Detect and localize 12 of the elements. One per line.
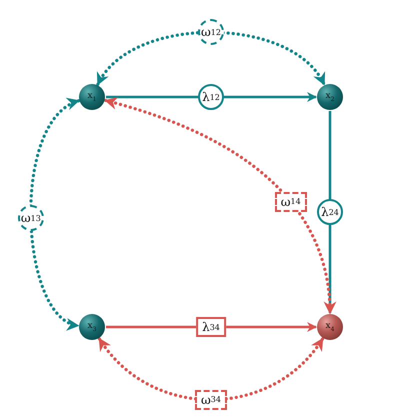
arrow: [98, 337, 324, 402]
node-label: x$_{2}$: [326, 92, 334, 102]
node-sphere: [79, 314, 105, 340]
node-sphere: [317, 314, 343, 340]
node-label: x$_{4}$: [326, 322, 334, 332]
node-label: x$_{1}$: [88, 92, 96, 102]
arrow: [96, 30, 326, 86]
node-sphere: [79, 84, 105, 110]
arrow: [106, 92, 317, 102]
node-sphere: [317, 84, 343, 110]
node-label: x$_{3}$: [88, 322, 96, 332]
arrow: [104, 98, 336, 315]
